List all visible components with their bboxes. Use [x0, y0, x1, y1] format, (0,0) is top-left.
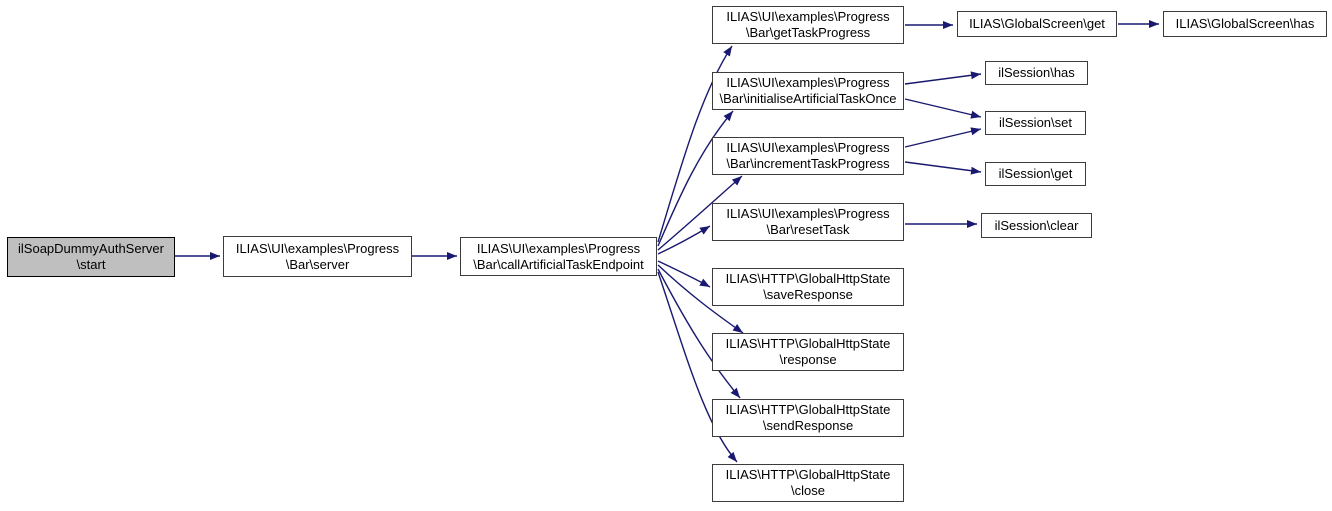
edge-callEndpoint-resetTask — [657, 225, 711, 255]
node-globalscreen-get[interactable]: ILIAS\GlobalScreen\get — [957, 11, 1117, 37]
edge-incrementTaskProgress-ilsessionSet — [904, 127, 982, 148]
node-label-line: ilSession\set — [999, 115, 1072, 130]
edge-callEndpoint-getTaskProgress — [657, 45, 733, 243]
node-start[interactable]: ilSoapDummyAuthServer \start — [7, 237, 175, 277]
node-label-line: ILIAS\HTTP\GlobalHttpState — [725, 271, 891, 286]
node-label-line: ilSession\clear — [994, 217, 1079, 233]
node-label-line: ILIAS\UI\examples\Progress — [235, 240, 400, 256]
node-label-line: ILIAS\UI\examples\Progress — [726, 140, 890, 155]
node-close[interactable]: ILIAS\HTTP\GlobalHttpState \close — [712, 464, 904, 502]
node-label-line: \response — [779, 352, 837, 367]
node-label-line: \close — [791, 483, 825, 498]
node-label-line: ilSoapDummyAuthServer — [18, 241, 164, 256]
node-label-line: ILIAS\GlobalScreen\has — [1175, 16, 1315, 31]
node-label-line: ilSession\get — [998, 166, 1073, 181]
edge-callEndpoint-close — [657, 271, 738, 463]
node-ilsession-clear[interactable]: ilSession\clear — [981, 213, 1092, 238]
node-ilsession-has[interactable]: ilSession\has — [985, 61, 1088, 85]
node-label-line: \Bar\getTaskProgress — [745, 25, 871, 40]
node-label-line: \Bar\callArtificialTaskEndpoint — [473, 256, 644, 272]
node-callArtificialTaskEndpoint[interactable]: ILIAS\UI\examples\Progress \Bar\callArti… — [460, 237, 657, 276]
node-label-line: \saveResponse — [763, 287, 853, 302]
node-incrementTaskProgress[interactable]: ILIAS\UI\examples\Progress \Bar\incremen… — [712, 137, 904, 175]
node-server[interactable]: ILIAS\UI\examples\Progress \Bar\server — [223, 236, 412, 277]
edge-incrementTaskProgress-ilsessionGet — [904, 161, 982, 175]
node-response[interactable]: ILIAS\HTTP\GlobalHttpState \response — [712, 333, 904, 371]
edge-callEndpoint-incrementTaskProgress — [657, 175, 743, 251]
node-label-line: ILIAS\HTTP\GlobalHttpState — [725, 467, 891, 482]
node-saveResponse[interactable]: ILIAS\HTTP\GlobalHttpState \saveResponse — [712, 268, 904, 306]
node-label-line: ILIAS\HTTP\GlobalHttpState — [725, 402, 891, 417]
node-label-line: ILIAS\UI\examples\Progress — [476, 240, 641, 256]
edge-callEndpoint-saveResponse — [657, 260, 711, 288]
node-label-line: \sendResponse — [762, 418, 854, 433]
edge-callEndpoint-response — [657, 264, 744, 334]
edge-initialiseArtificialTaskOnce-ilsessionHas — [904, 71, 982, 85]
node-label-line: ILIAS\GlobalScreen\get — [969, 16, 1105, 31]
node-label-line: ILIAS\UI\examples\Progress — [726, 9, 890, 24]
node-label-line: \Bar\server — [285, 256, 350, 272]
node-label-line: ILIAS\HTTP\GlobalHttpState — [725, 336, 891, 351]
node-label-line: ILIAS\UI\examples\Progress — [726, 206, 890, 221]
node-sendResponse[interactable]: ILIAS\HTTP\GlobalHttpState \sendResponse — [712, 399, 904, 437]
node-label-line: ilSession\has — [998, 65, 1075, 80]
edge-callEndpoint-sendResponse — [657, 268, 741, 399]
edge-callEndpoint-initialiseArtificialTaskOnce — [657, 110, 734, 247]
node-getTaskProgress[interactable]: ILIAS\UI\examples\Progress \Bar\getTaskP… — [712, 6, 904, 44]
node-label-line: \start — [76, 257, 106, 272]
edge-initialiseArtificialTaskOnce-ilsessionSet — [904, 98, 982, 119]
node-resetTask[interactable]: ILIAS\UI\examples\Progress \Bar\resetTas… — [712, 203, 904, 241]
node-ilsession-get[interactable]: ilSession\get — [985, 162, 1086, 186]
node-ilsession-set[interactable]: ilSession\set — [985, 111, 1086, 135]
node-label-line: \Bar\incrementTaskProgress — [726, 156, 890, 171]
node-globalscreen-has[interactable]: ILIAS\GlobalScreen\has — [1163, 11, 1327, 37]
node-label-line: \Bar\initialiseArtificialTaskOnce — [719, 91, 897, 106]
node-label-line: ILIAS\UI\examples\Progress — [726, 75, 890, 90]
node-initialiseArtificialTaskOnce[interactable]: ILIAS\UI\examples\Progress \Bar\initiali… — [712, 72, 904, 110]
node-label-line: \Bar\resetTask — [766, 222, 850, 237]
